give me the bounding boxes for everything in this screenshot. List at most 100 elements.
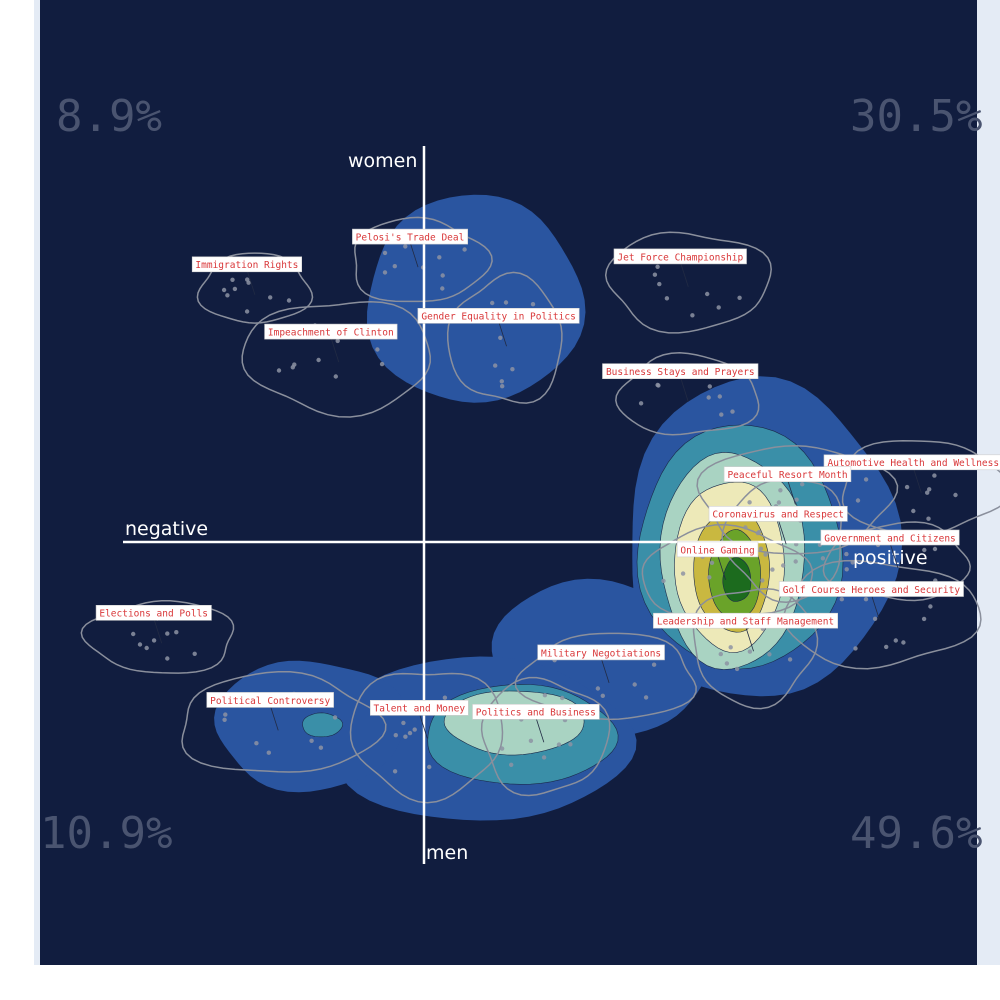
document-point bbox=[499, 746, 505, 751]
topic-label-leader bbox=[679, 261, 689, 288]
document-point bbox=[556, 742, 562, 747]
document-point bbox=[493, 363, 498, 368]
topic-label-leader bbox=[717, 554, 726, 581]
topic-label-box bbox=[95, 604, 212, 621]
document-point bbox=[412, 727, 417, 732]
document-point bbox=[442, 695, 448, 700]
document-point bbox=[333, 374, 338, 379]
document-point bbox=[309, 738, 314, 743]
document-point bbox=[542, 693, 548, 698]
document-point bbox=[407, 730, 413, 736]
document-point bbox=[901, 640, 906, 645]
document-point bbox=[174, 630, 179, 635]
document-point bbox=[131, 631, 136, 637]
topic-outline bbox=[241, 300, 431, 418]
document-point bbox=[316, 357, 321, 363]
topic-label-box bbox=[264, 323, 398, 340]
document-point bbox=[763, 552, 768, 557]
topic-label-leader bbox=[418, 713, 428, 739]
document-point bbox=[245, 277, 250, 282]
document-point bbox=[781, 563, 786, 568]
topic-outline bbox=[480, 676, 611, 797]
topic-label-box bbox=[820, 529, 960, 546]
document-point bbox=[760, 578, 765, 583]
topic-label-box bbox=[823, 454, 1000, 471]
document-point bbox=[382, 250, 388, 256]
document-point bbox=[500, 384, 505, 389]
topic-outline bbox=[604, 231, 772, 334]
document-point bbox=[734, 666, 740, 672]
document-point bbox=[651, 662, 657, 667]
document-point bbox=[541, 755, 547, 760]
document-point bbox=[440, 286, 445, 291]
y-axis-positive-label: women bbox=[348, 150, 417, 172]
document-point bbox=[904, 484, 910, 490]
topic-label-box bbox=[472, 703, 600, 720]
document-point bbox=[800, 482, 805, 487]
document-point bbox=[401, 720, 406, 726]
document-point bbox=[335, 338, 340, 344]
document-point bbox=[221, 287, 227, 293]
topic-label: Peaceful Resort Month bbox=[727, 470, 847, 481]
topic-label: Immigration Rights bbox=[195, 260, 298, 271]
topic-outline bbox=[696, 444, 899, 555]
quadrant-pct-bottom-left: 10.9% bbox=[40, 808, 172, 859]
document-point bbox=[787, 657, 793, 662]
topic-label: Coronavirus and Respect bbox=[712, 510, 844, 521]
density-level-7 bbox=[722, 557, 752, 602]
document-point bbox=[509, 762, 514, 767]
topic-label: Automotive Health and Wellness bbox=[828, 458, 1000, 469]
document-point bbox=[403, 734, 408, 739]
document-point bbox=[747, 500, 752, 505]
density-level-1 bbox=[367, 194, 586, 403]
x-axis-negative-label: negative bbox=[125, 518, 208, 540]
density-level-2 bbox=[302, 712, 343, 738]
document-point bbox=[230, 277, 235, 282]
document-point bbox=[244, 309, 250, 314]
document-point bbox=[839, 597, 844, 602]
document-point bbox=[793, 559, 798, 564]
topic-label-leader bbox=[269, 705, 279, 731]
document-point bbox=[853, 646, 858, 651]
document-point bbox=[266, 750, 271, 755]
document-point bbox=[730, 409, 735, 414]
document-point bbox=[595, 686, 601, 691]
topic-outline bbox=[841, 440, 1000, 536]
document-point bbox=[863, 477, 869, 482]
document-point bbox=[560, 695, 565, 701]
x-axis-positive-label: positive bbox=[853, 547, 928, 569]
document-point bbox=[709, 560, 715, 565]
document-point bbox=[661, 578, 666, 584]
document-point bbox=[632, 682, 637, 687]
topic-label-leader bbox=[498, 321, 507, 347]
topic-label-box bbox=[602, 363, 759, 380]
quadrant-pct-bottom-right: 49.6% bbox=[850, 808, 982, 859]
document-point bbox=[716, 305, 721, 310]
document-point bbox=[884, 644, 889, 650]
topic-label-leader bbox=[787, 479, 796, 505]
document-point bbox=[232, 286, 238, 292]
document-point bbox=[192, 651, 197, 656]
document-point bbox=[165, 656, 170, 661]
document-point bbox=[724, 661, 730, 666]
topic-label-leader bbox=[777, 519, 787, 545]
document-point bbox=[276, 368, 282, 373]
document-point bbox=[718, 651, 723, 657]
topic-label-box bbox=[191, 256, 302, 273]
topic-outline bbox=[181, 670, 387, 773]
document-point bbox=[600, 693, 605, 698]
document-point bbox=[403, 244, 408, 249]
topic-label: Leadership and Staff Management bbox=[657, 617, 834, 628]
topic-label: Politics and Business bbox=[476, 708, 596, 719]
topic-label: Pelosi's Trade Deal bbox=[356, 233, 465, 244]
topic-label-leader bbox=[870, 594, 880, 620]
topic-outline bbox=[349, 672, 504, 804]
document-point bbox=[437, 255, 442, 260]
document-point bbox=[144, 645, 149, 651]
document-point bbox=[767, 652, 772, 657]
document-point bbox=[638, 401, 644, 406]
document-point bbox=[690, 313, 695, 318]
document-point bbox=[776, 500, 782, 505]
document-point bbox=[254, 741, 259, 746]
